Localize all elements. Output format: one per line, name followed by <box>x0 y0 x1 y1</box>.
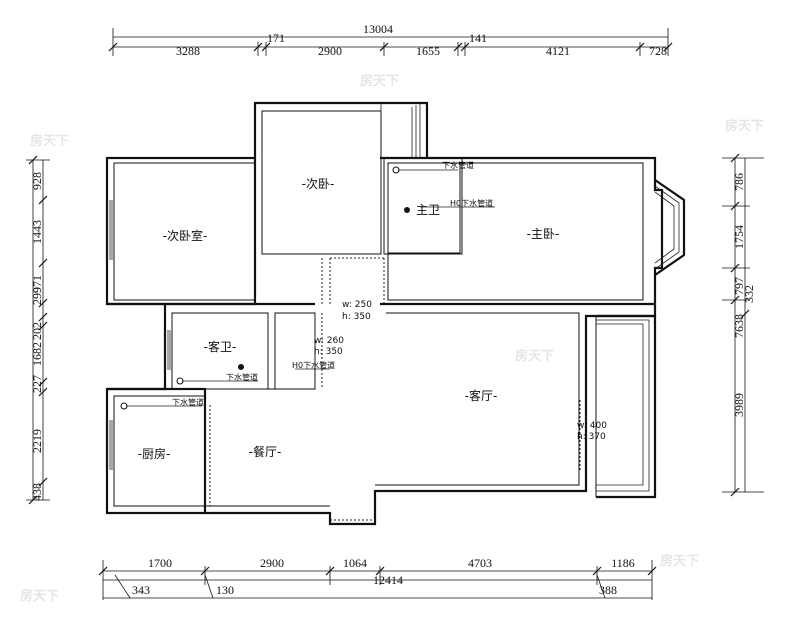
windows <box>109 200 171 470</box>
svg-text:房天下: 房天下 <box>30 133 69 149</box>
dim-bottom-segment: 4703 <box>468 556 492 570</box>
bottom-dimensions: 1700 2900 1064 4703 1186 12414 343 130 3… <box>98 556 657 600</box>
dim-left-segment: 971 <box>30 275 44 293</box>
dim-left-segment: 299 <box>30 287 44 305</box>
svg-text:房天下: 房天下 <box>360 73 399 89</box>
opening-height: h: 350 <box>342 312 371 322</box>
dim-left-segment: 202 <box>30 322 44 340</box>
dim-top-segment: 171 <box>267 31 285 45</box>
openings-dashed <box>204 257 587 521</box>
opening-width: w: 400 <box>577 421 607 431</box>
drain-note: H0下水管道 <box>450 198 493 208</box>
opening-width: w: 250 <box>342 300 372 310</box>
dim-bottom-segment: 1064 <box>343 556 367 570</box>
drain-pipes <box>120 166 495 410</box>
dim-bottom-offset: 388 <box>599 583 617 597</box>
dim-bottom-segment: 1186 <box>611 556 635 570</box>
drain-note: 下水管道 <box>226 372 258 382</box>
dim-left-segment: 1682 <box>30 342 44 366</box>
dim-top-segment: 1655 <box>416 44 440 58</box>
dim-bottom-segment: 1700 <box>148 556 172 570</box>
drain-note: 下水管道 <box>172 397 204 407</box>
room-label-kitchen: -厨房- <box>138 446 171 461</box>
dim-right-segment: 797 <box>732 277 746 295</box>
room-label-second-bedroom: -次卧室- <box>163 228 208 243</box>
left-dimensions: 928 1443 971 299 202 1682 227 2219 438 <box>26 155 50 505</box>
dim-top-segment: 141 <box>469 31 487 45</box>
dim-top-total: 13004 <box>363 22 393 36</box>
dim-left-segment: 1443 <box>30 220 44 244</box>
room-label-guest-bathroom: -客卫- <box>204 339 237 354</box>
top-dimensions: 13004 3288 171 2900 1655 141 4121 728 <box>108 22 673 58</box>
svg-text:房天下: 房天下 <box>515 348 554 364</box>
dim-left-segment: 438 <box>30 483 44 501</box>
dim-top-segment: 4121 <box>546 44 570 58</box>
pipe-notes: 下水管道 H0下水管道 下水管道 H0下水管道 下水管道 <box>172 160 493 407</box>
opening-height: h: 370 <box>577 432 606 442</box>
drain-icon <box>404 207 410 213</box>
watermark: 房天下 房天下 房天下 房天下 房天下 房天下 <box>20 73 764 604</box>
dim-right-segment: 3989 <box>732 393 746 417</box>
drain-note: 下水管道 <box>442 160 474 170</box>
opening-sizes: w: 250 h: 350 w: 260 h: 350 w: 400 h: 37… <box>314 300 607 442</box>
dim-bottom-offset: 343 <box>132 583 150 597</box>
dim-top-segment: 2900 <box>318 44 342 58</box>
dim-bottom-offset: 130 <box>216 583 234 597</box>
svg-text:房天下: 房天下 <box>20 588 59 604</box>
dim-right-segment: 1754 <box>732 225 746 249</box>
room-label-master-bedroom: -主卧- <box>527 227 560 241</box>
dim-right-segment: 7638 <box>732 314 746 338</box>
right-dimensions: 786 1754 797 332 7638 3989 <box>722 153 764 497</box>
dim-left-segment: 928 <box>30 172 44 190</box>
dim-right-segment: 332 <box>742 285 756 303</box>
svg-text:房天下: 房天下 <box>660 553 699 569</box>
dim-left-segment: 227 <box>30 375 44 393</box>
dim-top-segment: 3288 <box>176 44 200 58</box>
svg-text:房天下: 房天下 <box>725 118 764 134</box>
room-label-dining-room: -餐厅- <box>249 444 282 459</box>
drain-icon <box>238 364 244 370</box>
room-label-small-bedroom: -次卧- <box>302 177 335 191</box>
dim-bottom-total: 12414 <box>373 573 403 587</box>
room-label-living-room: -客厅- <box>465 388 498 403</box>
opening-width: w: 260 <box>314 336 344 346</box>
dim-top-segment: 728 <box>649 44 667 58</box>
drain-note: H0下水管道 <box>292 360 335 370</box>
dim-right-segment: 786 <box>732 173 746 191</box>
dim-bottom-segment: 2900 <box>260 556 284 570</box>
opening-height: h: 350 <box>314 347 343 357</box>
room-label-master-bathroom: 主卫 <box>416 203 440 217</box>
walls <box>105 101 686 526</box>
room-labels: -次卧室- -次卧- 主卫 -主卧- -客卫- -客厅- -厨房- -餐厅- <box>138 177 560 461</box>
dim-left-segment: 2219 <box>30 429 44 453</box>
